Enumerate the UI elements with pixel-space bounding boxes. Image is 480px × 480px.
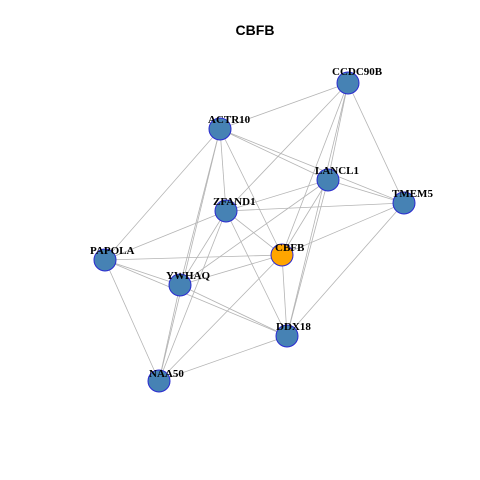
edge-lancl1-zfand1 (225, 179, 329, 212)
node-ccdc90b[interactable]: CCDC90B (332, 66, 383, 95)
edge-actr10-papola (104, 128, 221, 261)
graph-title: CBFB (236, 22, 275, 38)
node-circle[interactable] (208, 117, 232, 141)
node-circle[interactable] (316, 168, 340, 192)
edge-zfand1-cbfb (225, 210, 283, 256)
edge-zfand1-naa50 (158, 210, 227, 382)
edge-ywhaq-ddx18 (179, 284, 288, 337)
edge-lancl1-ddx18 (286, 179, 329, 337)
edge-papola-ywhaq (104, 259, 181, 286)
node-label: TMEM5 (392, 188, 433, 200)
node-ywhaq[interactable]: YWHAQ (166, 270, 210, 297)
node-circle[interactable] (336, 71, 360, 95)
edge-ccdc90b-lancl1 (327, 82, 349, 181)
node-label: LANCL1 (315, 165, 359, 177)
edge-ccdc90b-actr10 (219, 82, 349, 130)
node-label: DDX18 (276, 321, 311, 333)
node-circle[interactable] (168, 273, 192, 297)
edge-zfand1-papola (104, 210, 227, 261)
node-lancl1[interactable]: LANCL1 (315, 165, 359, 192)
node-papola[interactable]: PAPOLA (90, 245, 134, 272)
edge-papola-ddx18 (104, 259, 288, 337)
edge-tmem5-zfand1 (225, 202, 405, 212)
node-circle[interactable] (275, 324, 299, 348)
node-actr10[interactable]: ACTR10 (208, 114, 251, 141)
edge-layer (104, 82, 405, 382)
node-label: CBFB (275, 242, 305, 254)
node-cbfb[interactable]: CBFB (270, 242, 305, 267)
edge-actr10-cbfb (219, 128, 283, 256)
edge-zfand1-ddx18 (225, 210, 288, 337)
node-tmem5[interactable]: TMEM5 (392, 188, 433, 215)
edge-cbfb-naa50 (158, 254, 283, 382)
edge-tmem5-ddx18 (286, 202, 405, 337)
edge-papola-naa50 (104, 259, 160, 382)
edge-ccdc90b-zfand1 (225, 82, 349, 212)
node-label: YWHAQ (166, 270, 210, 282)
edge-lancl1-tmem5 (327, 179, 405, 204)
node-circle[interactable] (214, 199, 238, 223)
edge-actr10-lancl1 (219, 128, 329, 181)
node-naa50[interactable]: NAA50 (147, 368, 184, 393)
node-label: ACTR10 (208, 114, 251, 126)
edge-cbfb-ddx18 (281, 254, 288, 337)
edge-cbfb-ywhaq (179, 254, 283, 286)
edge-actr10-tmem5 (219, 128, 405, 204)
edge-cbfb-papola (104, 254, 283, 261)
node-circle[interactable] (93, 248, 117, 272)
edge-ddx18-naa50 (158, 335, 288, 382)
edge-ccdc90b-tmem5 (347, 82, 405, 204)
edge-zfand1-ywhaq (179, 210, 227, 286)
edge-ywhaq-naa50 (158, 284, 181, 382)
node-label: NAA50 (149, 368, 184, 380)
edge-ccdc90b-ddx18 (286, 82, 349, 337)
node-circle[interactable] (392, 191, 416, 215)
edge-tmem5-cbfb (281, 202, 405, 256)
node-ddx18[interactable]: DDX18 (275, 321, 311, 348)
edge-actr10-zfand1 (219, 128, 227, 212)
node-circle[interactable] (147, 369, 171, 393)
node-circle[interactable] (270, 243, 294, 267)
node-label: ZFAND1 (213, 196, 256, 208)
edge-actr10-naa50 (158, 128, 221, 382)
edge-lancl1-cbfb (281, 179, 329, 256)
node-zfand1[interactable]: ZFAND1 (213, 196, 256, 223)
edge-ccdc90b-cbfb (281, 82, 349, 256)
node-label: PAPOLA (90, 245, 134, 257)
node-label: CCDC90B (332, 66, 383, 78)
